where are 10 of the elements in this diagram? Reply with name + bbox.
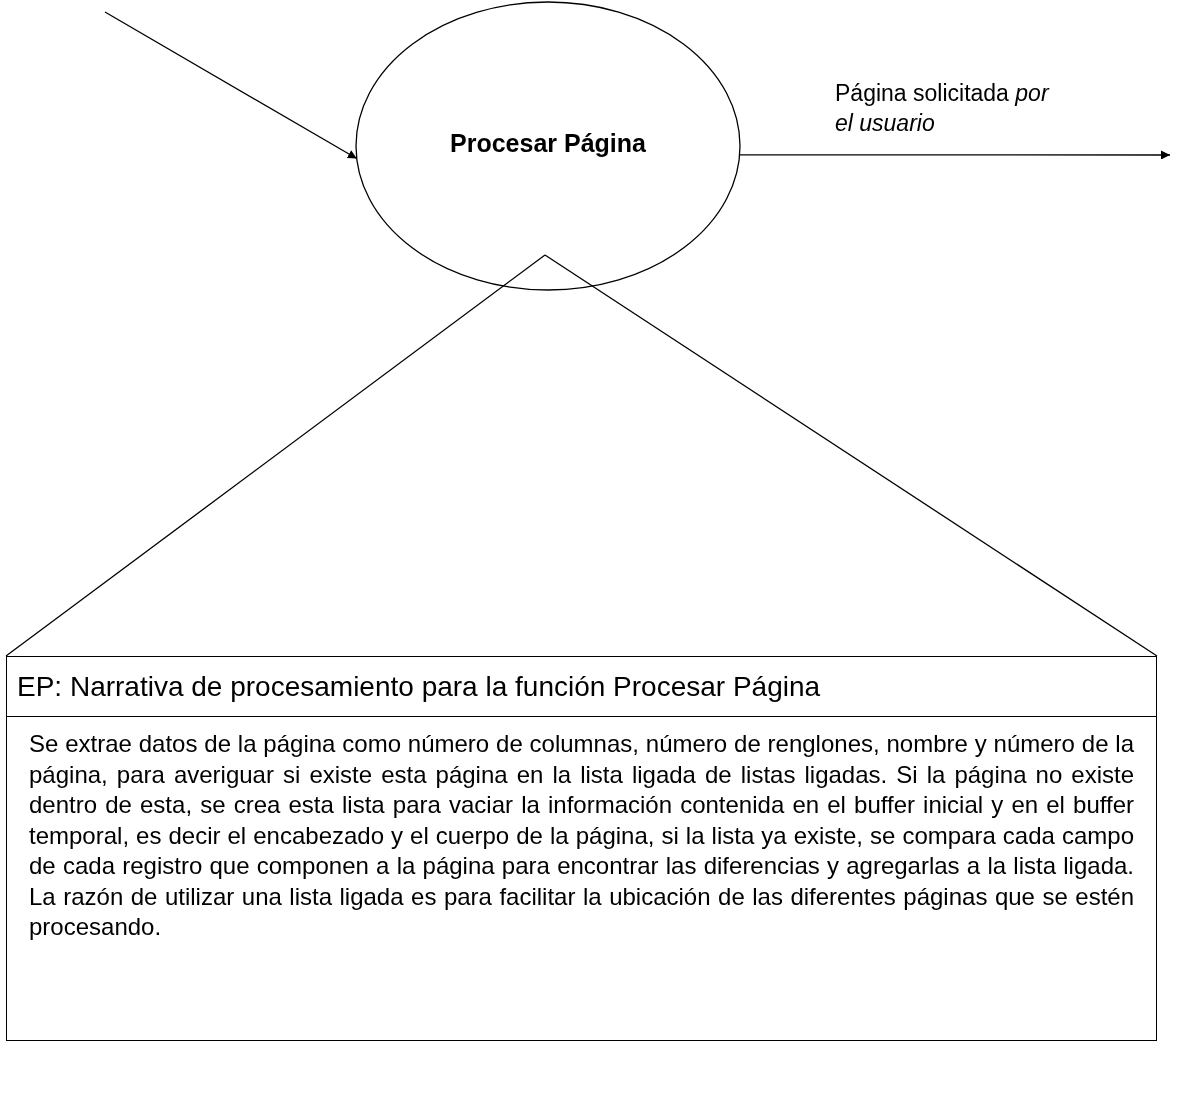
arrow xyxy=(739,150,1171,160)
connector-line xyxy=(5,254,546,657)
box-heading: EP: Narrativa de procesamiento para la función Procesar Página xyxy=(17,669,821,704)
connector-line xyxy=(544,254,1158,657)
edge-label: Página solicitada por el usuario xyxy=(835,79,1051,138)
narrative-box xyxy=(6,656,1157,1041)
narrative-text: Se extrae datos de la página como número de columnas, número de renglones, nombre y número de la página, para averiguar si existe esta página en la lista ligada de listas ligadas. Si la página no existe dentro de esta, se crea esta lista para vaciar la información contenida en el buffer inicial y en el buffer temporal, es decir el encabezado y el cuerpo de la página, si la lista ya existe, se compara cada campo de cada registro que componen a la página para encontrar las diferencias y agregarlas a la lista ligada. La razón de utilizar una lista ligada es para facilitar la ubicación de las diferentes páginas que se estén procesando. xyxy=(28,729,1135,942)
process-ellipse xyxy=(355,1,741,291)
node-label: Procesar Página xyxy=(450,128,646,159)
arrow xyxy=(104,11,358,160)
